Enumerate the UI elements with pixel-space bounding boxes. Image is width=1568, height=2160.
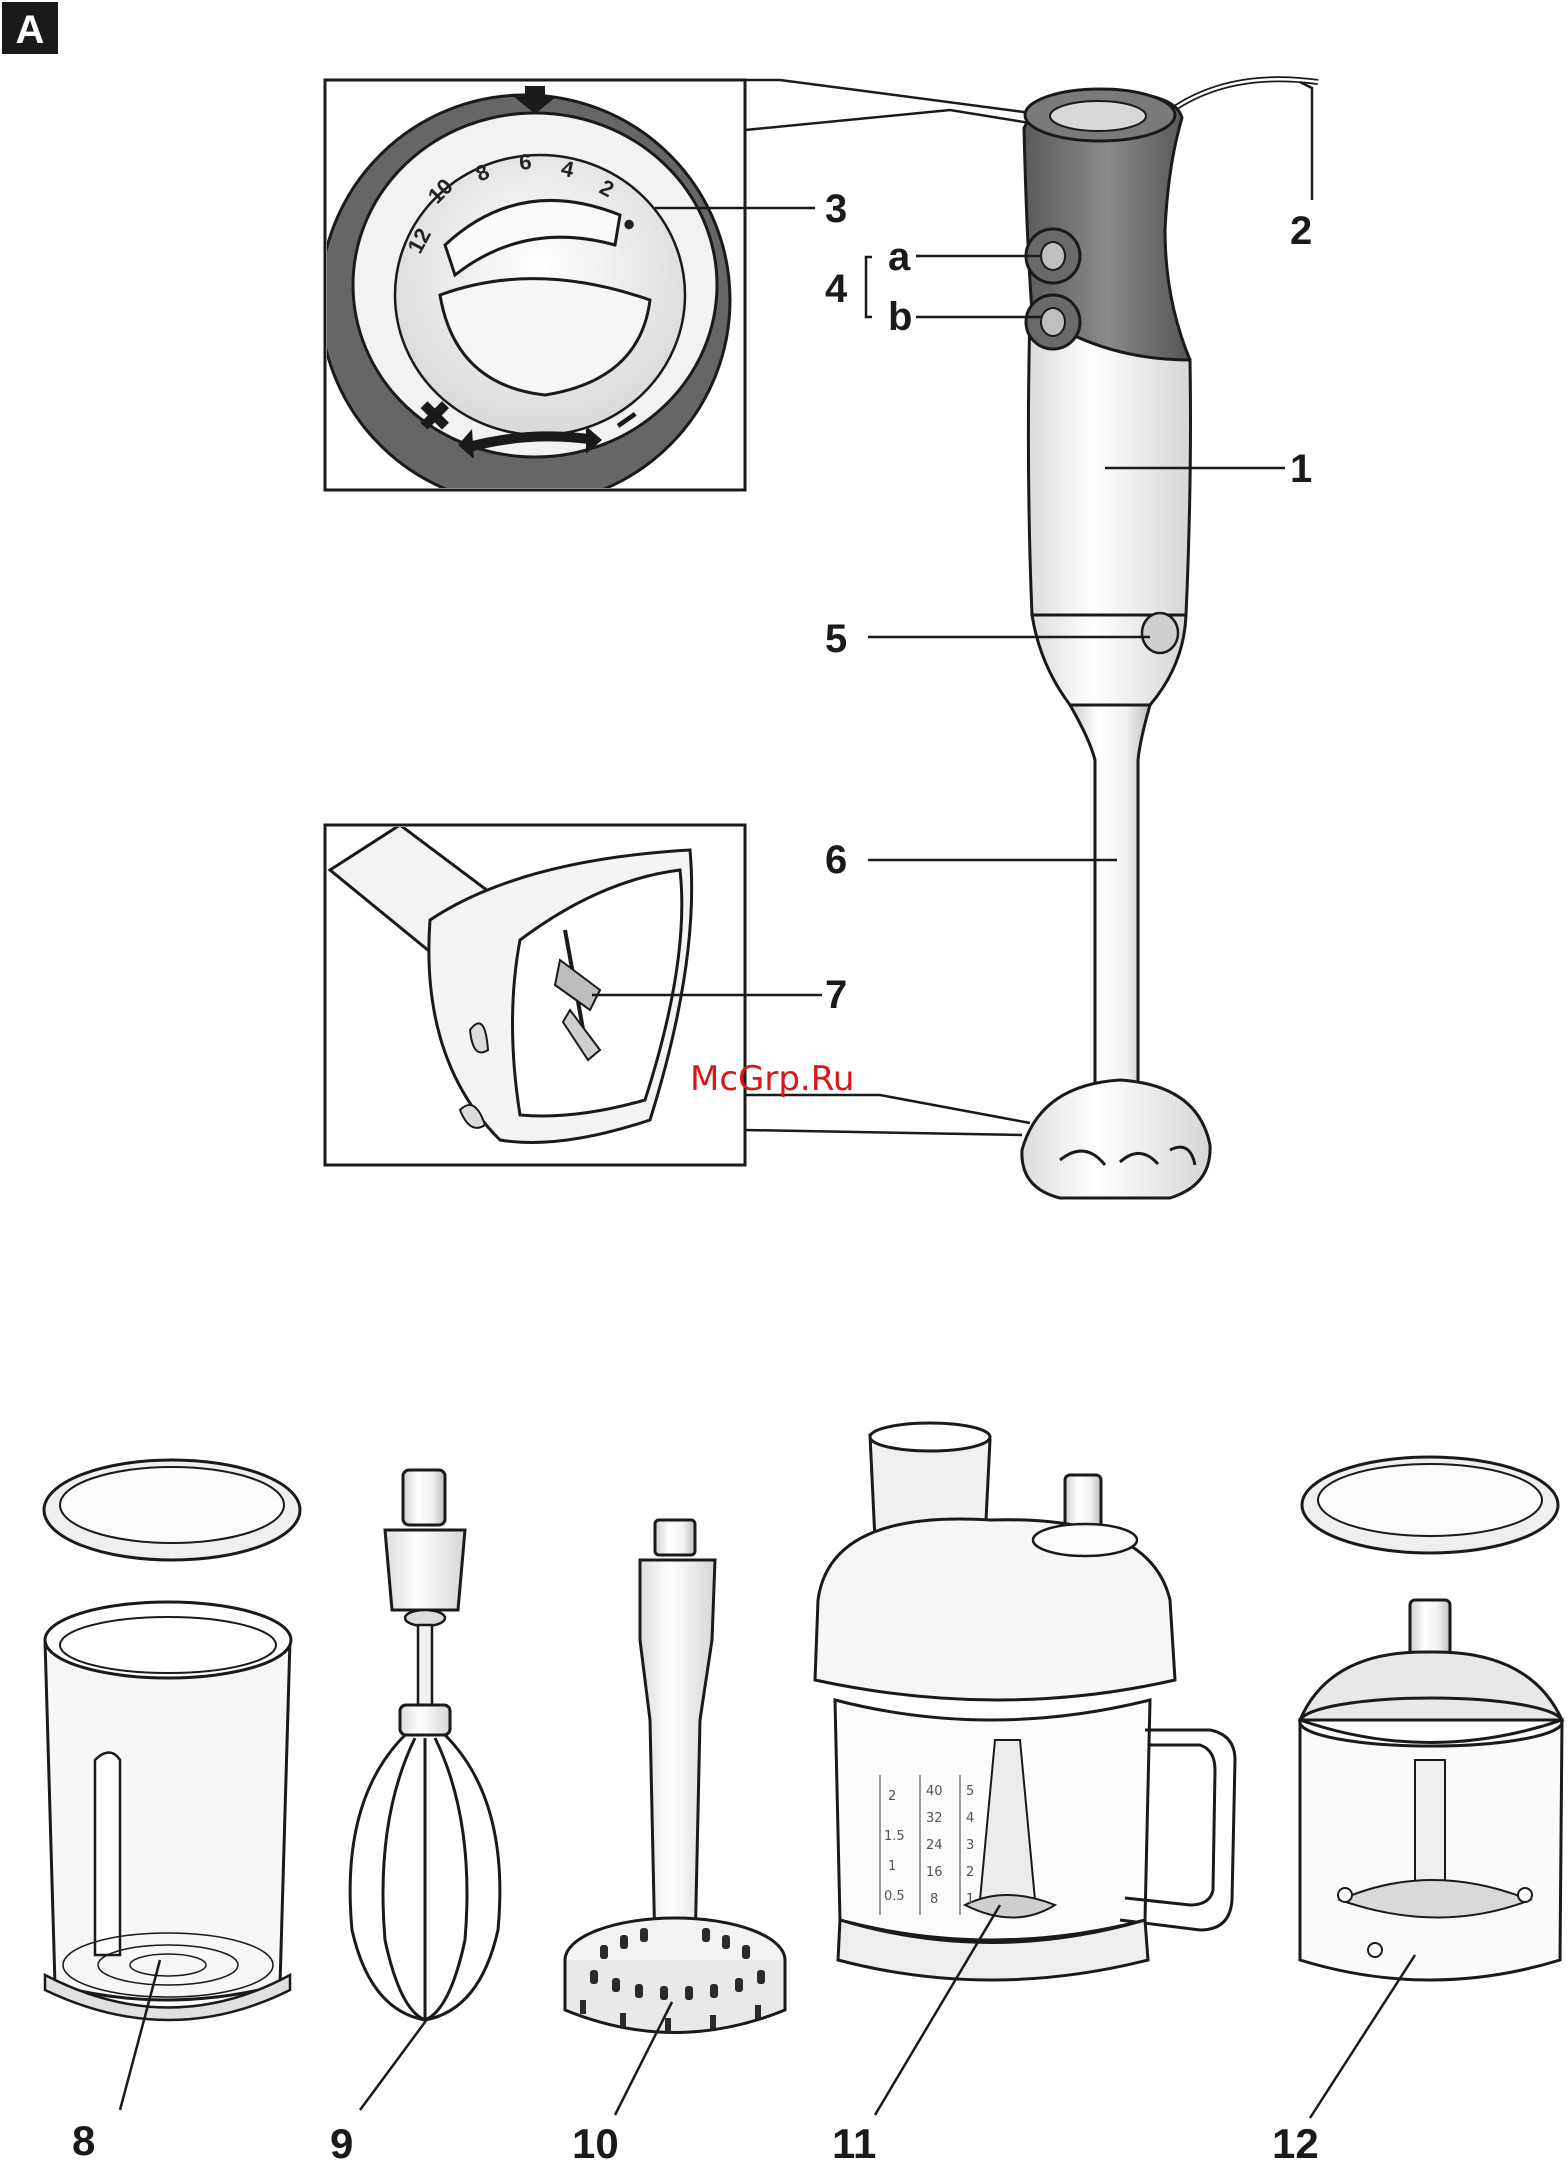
- callout-4b: b: [888, 295, 912, 339]
- callout-11: 11: [832, 2120, 876, 2160]
- callout-7: 7: [825, 973, 847, 1017]
- accessory-food-processor: 2 1.5 1 0.5 40 32 24 16 8 5 4 3 2 1: [815, 1423, 1235, 1980]
- figure-label-text: A: [16, 8, 45, 52]
- jug-scale-label: 1: [966, 1892, 974, 1907]
- callout-5: 5: [825, 617, 847, 661]
- callout-8: 8: [72, 2117, 95, 2160]
- jug-scale-label: 40: [926, 1784, 943, 1799]
- accessory-beaker: [44, 1460, 300, 2020]
- jug-scale-label: 2: [888, 1789, 896, 1804]
- hand-blender: [1022, 79, 1318, 1198]
- jug-scale-label: 2: [966, 1865, 974, 1880]
- accessory-masher: [565, 1520, 785, 2033]
- watermark: McGrp.Ru: [690, 1059, 854, 1099]
- jug-scale-label: 5: [966, 1784, 974, 1799]
- callout-12: 12: [1272, 2120, 1319, 2160]
- jug-scale-label: 8: [930, 1892, 938, 1907]
- callout-4: 4: [825, 267, 848, 311]
- accessory-chopper: [1300, 1457, 1562, 1980]
- jug-scale-label: 16: [926, 1865, 943, 1880]
- callout-10: 10: [572, 2120, 619, 2160]
- dial-scale-label: 6: [518, 149, 533, 175]
- jug-scale-label: 3: [966, 1838, 974, 1853]
- callout-4a: a: [888, 235, 911, 279]
- dial-inset: 12 10 8 6 4 2 ● ✖ −: [320, 80, 745, 505]
- callout-2: 2: [1290, 209, 1312, 253]
- plus-icon: ✖: [418, 395, 452, 439]
- callout-3: 3: [825, 187, 847, 231]
- jug-scale-label: 32: [926, 1811, 943, 1826]
- callouts-bottom: 8 9 10 11 12: [72, 2117, 1319, 2160]
- callout-9: 9: [330, 2120, 353, 2160]
- jug-scale-label: 24: [926, 1838, 943, 1853]
- jug-scale-label: 4: [966, 1811, 974, 1826]
- callout-1: 1: [1290, 447, 1312, 491]
- jug-scale-label: 1: [888, 1859, 896, 1874]
- jug-scale-label: 1.5: [884, 1829, 905, 1844]
- jug-scale-label: 0.5: [884, 1889, 905, 1904]
- accessory-whisk: [350, 1470, 500, 2020]
- figure-label: A: [2, 2, 58, 54]
- inset-connectors: [745, 1095, 1030, 1135]
- callout-6: 6: [825, 838, 847, 882]
